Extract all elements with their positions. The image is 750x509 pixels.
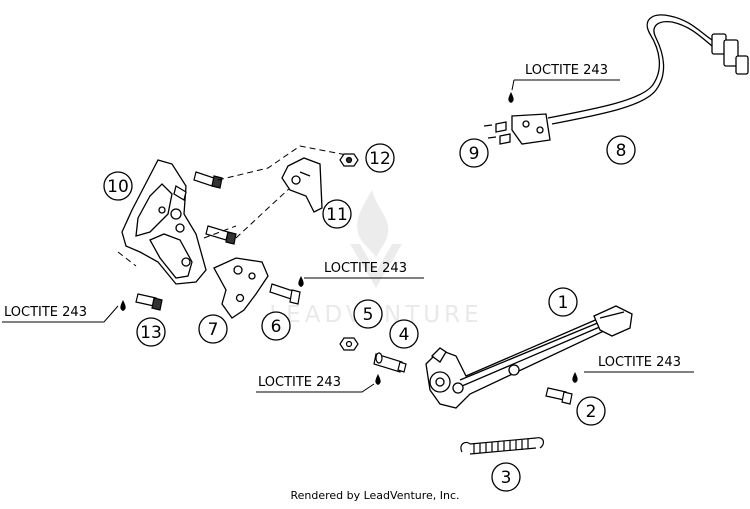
callout-number: 6 bbox=[271, 317, 282, 337]
loctite-label: LOCTITE 243 bbox=[4, 305, 87, 320]
callouts: 1 2 3 4 5 6 7 8 9 10 11 12 13 bbox=[103, 135, 636, 492]
callout-1[interactable]: 1 bbox=[548, 287, 578, 317]
callout-number: 3 bbox=[501, 468, 512, 488]
loctite-drop-icon bbox=[572, 372, 578, 383]
callout-12[interactable]: 12 bbox=[365, 143, 395, 173]
part-13-bolt[interactable] bbox=[135, 293, 163, 311]
watermark-flame-icon bbox=[357, 190, 389, 258]
loctite-label: LOCTITE 243 bbox=[525, 63, 608, 78]
callout-number: 12 bbox=[369, 149, 391, 169]
callout-7[interactable]: 7 bbox=[198, 314, 228, 344]
part-2-bolt[interactable] bbox=[545, 387, 573, 405]
callout-11[interactable]: 11 bbox=[322, 199, 352, 229]
part-7-plate[interactable] bbox=[213, 257, 269, 319]
callout-number: 10 bbox=[107, 177, 129, 197]
callout-3[interactable]: 3 bbox=[491, 462, 521, 492]
part-4-pin[interactable] bbox=[373, 352, 407, 373]
loctite-drops bbox=[120, 92, 578, 385]
part-1-side-stand[interactable] bbox=[425, 305, 633, 409]
callout-number: 11 bbox=[326, 205, 348, 225]
callout-9[interactable]: 9 bbox=[459, 138, 489, 168]
loctite-drop-icon bbox=[375, 374, 381, 385]
part-3-spring[interactable] bbox=[460, 437, 545, 455]
part-10-bracket[interactable] bbox=[121, 159, 207, 285]
part-8-sidestand-switch[interactable] bbox=[483, 14, 749, 145]
callout-number: 2 bbox=[586, 402, 597, 422]
callout-number: 9 bbox=[469, 144, 480, 164]
loctite-label: LOCTITE 243 bbox=[598, 355, 681, 370]
assembly-lines bbox=[117, 145, 353, 267]
footer-credit: Rendered by LeadVenture, Inc. bbox=[290, 489, 460, 502]
callout-8[interactable]: 8 bbox=[606, 135, 636, 165]
callout-number: 5 bbox=[363, 305, 374, 325]
loctite-label: LOCTITE 243 bbox=[258, 375, 341, 390]
callout-4[interactable]: 4 bbox=[389, 319, 419, 349]
bracket-bolts bbox=[193, 171, 237, 245]
callout-number: 13 bbox=[140, 323, 162, 343]
callout-number: 4 bbox=[399, 325, 410, 345]
callout-6[interactable]: 6 bbox=[261, 311, 291, 341]
part-5-nut[interactable] bbox=[339, 337, 359, 351]
callout-10[interactable]: 10 bbox=[103, 171, 133, 201]
callout-13[interactable]: 13 bbox=[136, 317, 166, 347]
watermark-v-icon bbox=[350, 244, 402, 288]
callout-number: 8 bbox=[616, 141, 627, 161]
callout-number: 1 bbox=[558, 293, 569, 313]
callout-2[interactable]: 2 bbox=[576, 396, 606, 426]
callout-5[interactable]: 5 bbox=[353, 299, 383, 329]
loctite-label: LOCTITE 243 bbox=[324, 261, 407, 276]
callout-number: 7 bbox=[208, 320, 219, 340]
loctite-drop-icon bbox=[508, 92, 514, 103]
part-12-nut[interactable] bbox=[339, 153, 359, 167]
part-11-switch-bracket[interactable] bbox=[281, 157, 323, 213]
loctite-labels: LOCTITE 243 LOCTITE 243 LOCTITE 243 LOCT… bbox=[2, 63, 694, 393]
part-6-bolt[interactable] bbox=[269, 283, 301, 305]
loctite-drop-icon bbox=[120, 300, 126, 311]
loctite-drop-icon bbox=[298, 276, 304, 287]
